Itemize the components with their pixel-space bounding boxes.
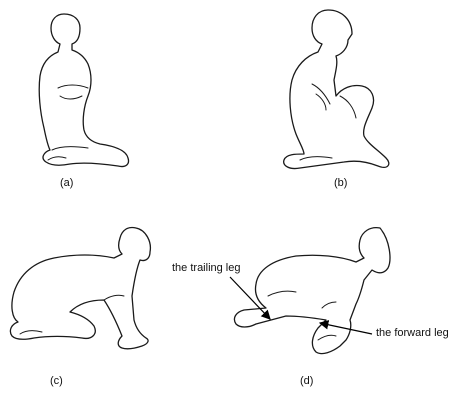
forward-leg-annotation: the forward leg — [376, 327, 449, 339]
figure-b-squatting — [284, 10, 389, 169]
trailing-leg-annotation: the trailing leg — [172, 262, 241, 274]
panel-label-b: (b) — [334, 177, 347, 189]
panel-label-c: (c) — [50, 375, 63, 387]
trailing-leg-pointer — [230, 277, 270, 319]
panel-label-a: (a) — [60, 177, 73, 189]
forward-leg-pointer — [320, 323, 372, 334]
panel-label-d: (d) — [300, 375, 313, 387]
figure-c-hands-down — [10, 227, 150, 348]
figure-d-crouching — [234, 228, 390, 354]
figure-a-kneeling — [39, 14, 128, 167]
